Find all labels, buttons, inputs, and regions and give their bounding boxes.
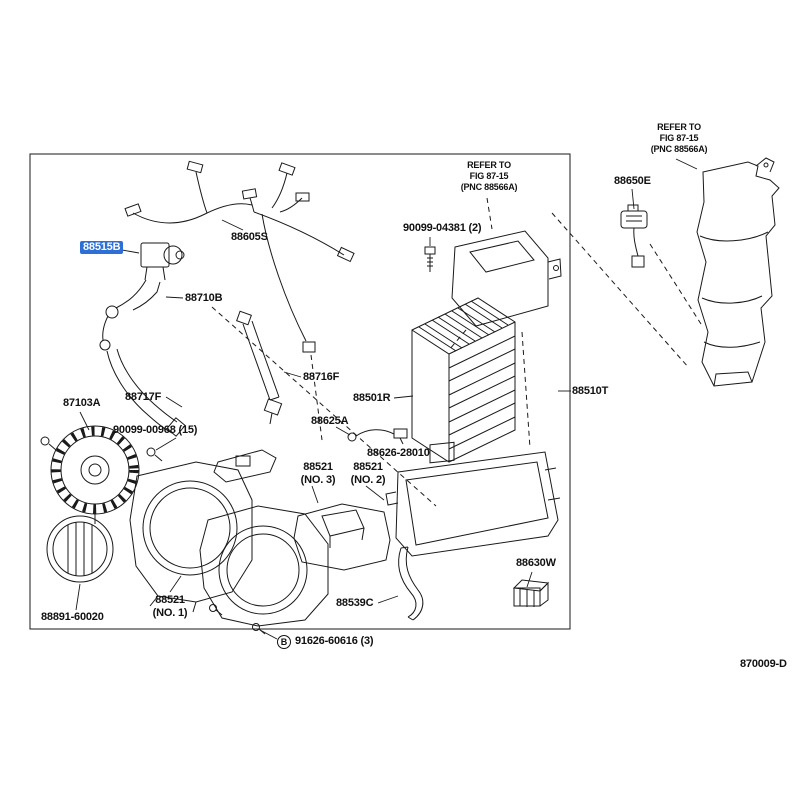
part-label-88501R: 88501R xyxy=(353,392,391,404)
lower-case xyxy=(385,441,561,557)
refer-note-inner: REFER TO FIG 87-15 (PNC 88566A) xyxy=(460,160,518,192)
leader-lines xyxy=(75,158,698,640)
fastener-marker-b: B xyxy=(277,635,291,649)
upper-case-88566A xyxy=(451,230,562,327)
assembly-dashed-lines xyxy=(211,197,702,507)
part-label-88515B[interactable]: 88515B xyxy=(80,241,124,254)
part-label-90099-04381: 90099-04381 (2) xyxy=(403,222,482,234)
blower-case-half xyxy=(199,505,329,627)
screws-91626-60616 xyxy=(209,604,266,635)
part-label-88510T: 88510T xyxy=(572,385,609,397)
resistor-88630W xyxy=(512,579,550,607)
part-label-88650E: 88650E xyxy=(614,175,651,187)
pipe-88710B-88717F xyxy=(99,279,186,437)
evaporator-88501R xyxy=(411,297,516,463)
wiring-harness-88605S xyxy=(124,160,355,353)
part-label-88716F: 88716F xyxy=(303,371,340,383)
part-label-88625A: 88625A xyxy=(311,415,349,427)
part-label-88710B: 88710B xyxy=(185,292,223,304)
blower-motor-87103A xyxy=(50,425,140,524)
bracket-plate xyxy=(213,449,277,483)
air-duct xyxy=(696,157,780,387)
refer-note-outer: REFER TO FIG 87-15 (PNC 88566A) xyxy=(650,122,708,154)
part-label-88521-no3: 88521 (NO. 3) xyxy=(300,461,336,486)
part-label-88521-no2: 88521 (NO. 2) xyxy=(350,461,386,486)
bolt-90099-04381 xyxy=(424,246,436,272)
highlighted-part-number[interactable]: 88515B xyxy=(80,241,124,254)
part-label-88521-no1: 88521 (NO. 1) xyxy=(152,594,188,619)
blower-case-no1 xyxy=(129,461,253,613)
case-square-opening xyxy=(293,503,391,571)
screws-90099-00968 xyxy=(40,436,163,462)
vent-grille-88891-60020 xyxy=(46,515,114,583)
part-label-88626-28010: 88626-28010 xyxy=(367,447,430,459)
part-label-90099-00968: 90099-00968 (15) xyxy=(113,424,198,436)
diagram-border xyxy=(29,153,571,630)
part-label-88605S: 88605S xyxy=(231,231,268,243)
pipe-88716F xyxy=(236,310,283,425)
servo-88515B xyxy=(140,242,185,281)
part-label-91626-60616: 91626-60616 (3) xyxy=(295,635,374,647)
part-label-87103A: 87103A xyxy=(63,397,101,409)
part-label-88539C: 88539C xyxy=(336,597,374,609)
sensor-88650E xyxy=(620,204,648,268)
wire-88625A xyxy=(347,428,408,445)
part-label-88630W: 88630W xyxy=(516,557,556,569)
drain-hose-88539C xyxy=(398,546,424,621)
part-label-88717F: 88717F xyxy=(125,391,162,403)
figure-code: 870009-D xyxy=(740,658,787,670)
part-label-88891-60020: 88891-60020 xyxy=(41,611,104,623)
